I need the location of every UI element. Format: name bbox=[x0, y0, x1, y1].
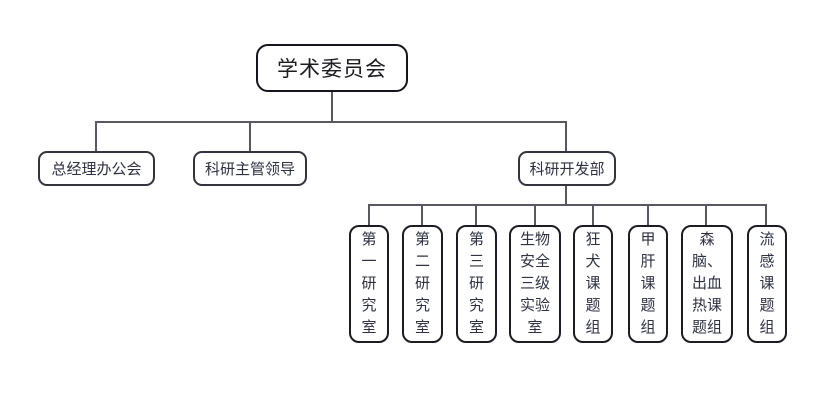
connector-drop-research-office-3 bbox=[475, 206, 477, 225]
node-research-office-3[interactable]: 第 三 研 究 室 bbox=[456, 225, 497, 343]
node-research-office-1[interactable]: 第 一 研 究 室 bbox=[349, 225, 389, 343]
connector-drop-encephalitis-hemorrhagic-group bbox=[705, 206, 707, 225]
connector-drop-research-supervisor bbox=[249, 123, 251, 151]
node-academic-committee[interactable]: 学术委员会 bbox=[256, 44, 408, 92]
connector-root-stem bbox=[331, 92, 333, 122]
connector-drop-hepatitis-a-group bbox=[647, 206, 649, 225]
node-rd-department[interactable]: 科研开发部 bbox=[518, 151, 616, 186]
node-research-office-2[interactable]: 第 二 研 究 室 bbox=[402, 225, 443, 343]
connector-drop-research-office-1 bbox=[368, 206, 370, 225]
connector-level3-bar bbox=[368, 204, 767, 206]
node-research-supervisor-leadership[interactable]: 科研主管领导 bbox=[193, 151, 307, 186]
connector-drop-rabies-group bbox=[592, 206, 594, 225]
node-rabies-project-group[interactable]: 狂 犬 课 题 组 bbox=[573, 225, 613, 343]
connector-drop-research-office-2 bbox=[421, 206, 423, 225]
connector-drop-rd-department bbox=[565, 123, 567, 151]
connector-drop-biosafety-lab bbox=[534, 206, 536, 225]
node-hepatitis-a-project-group[interactable]: 甲 肝 课 题 组 bbox=[628, 225, 668, 343]
connector-rd-stem bbox=[565, 186, 567, 205]
node-influenza-project-group[interactable]: 流 感 课 题 组 bbox=[747, 225, 787, 343]
node-general-manager-office[interactable]: 总经理办公会 bbox=[38, 151, 155, 186]
node-encephalitis-hemorrhagic-fever-group[interactable]: 森 脑、 出血 热课 题组 bbox=[681, 225, 733, 343]
connector-level2-bar bbox=[95, 121, 567, 123]
connector-drop-general-manager-office bbox=[95, 123, 97, 151]
node-biosafety-level3-lab[interactable]: 生物 安全 三级 实验 室 bbox=[509, 225, 561, 343]
connector-drop-influenza-group bbox=[765, 206, 767, 225]
